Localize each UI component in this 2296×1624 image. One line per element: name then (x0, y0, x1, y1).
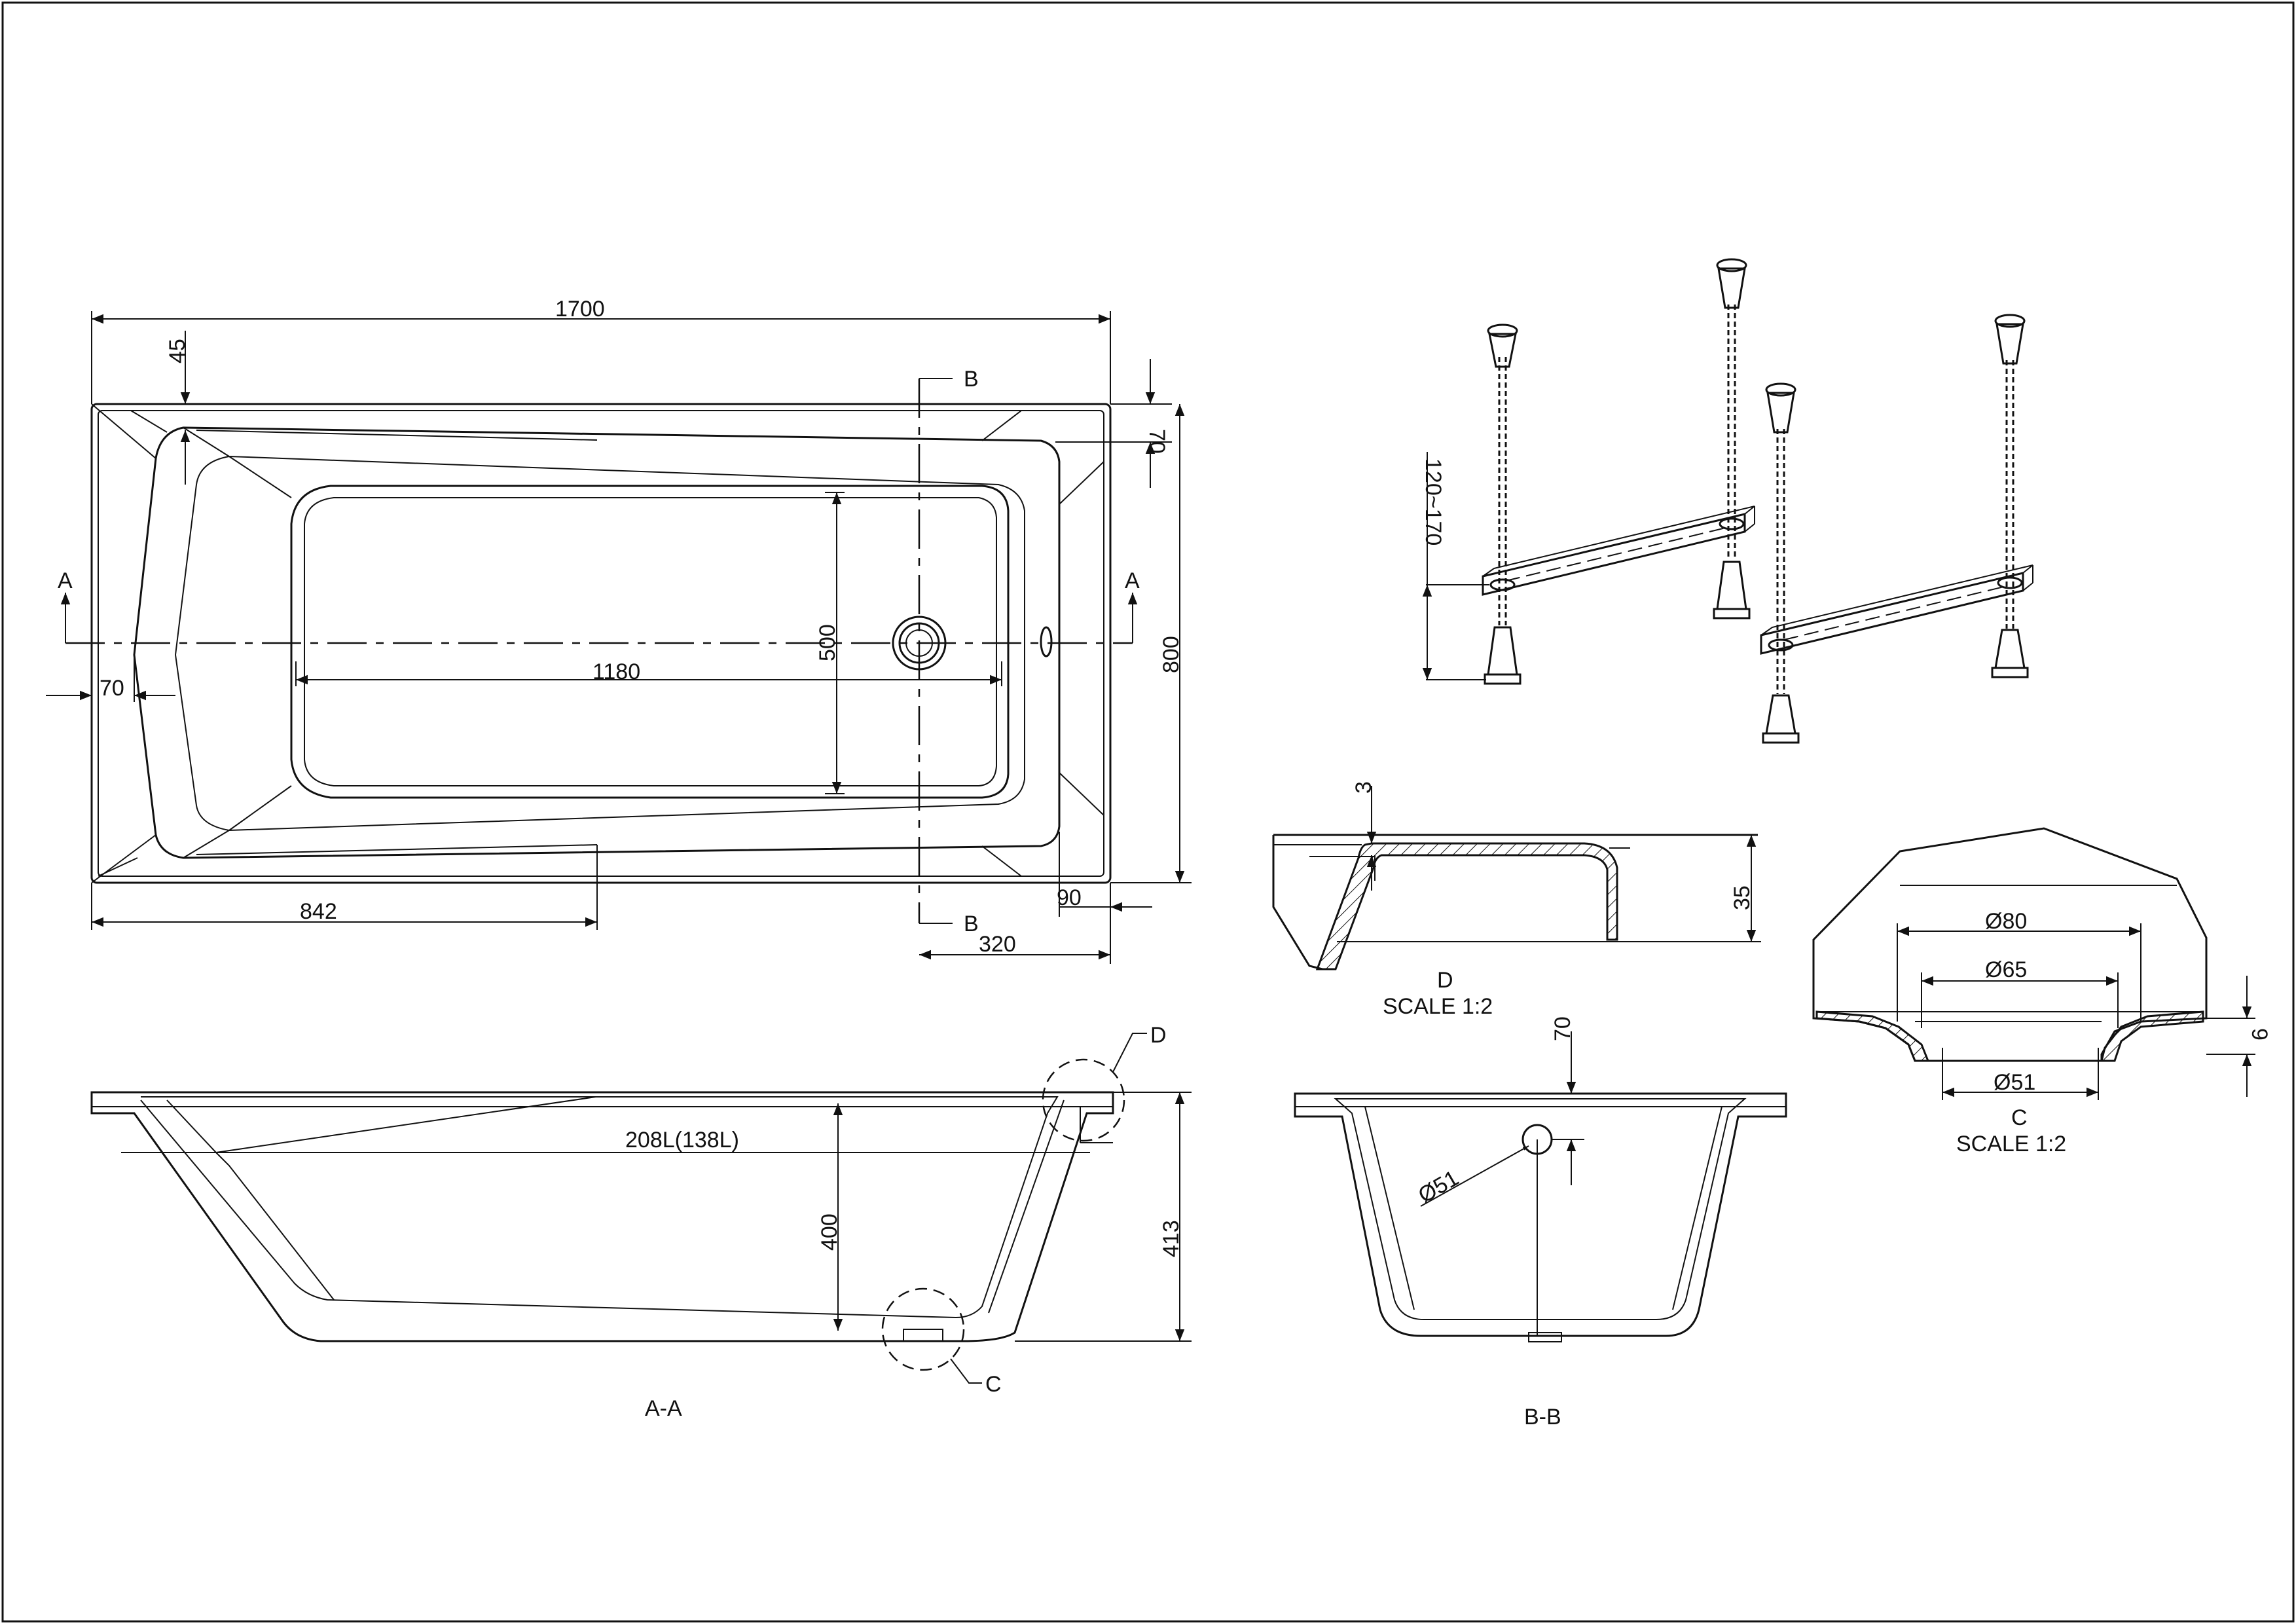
dim-c-inner: Ø51 (1994, 1070, 2035, 1095)
detail-c-callout-circle (881, 1287, 965, 1371)
detail-d-callout-circle (1042, 1058, 1125, 1142)
section-b-label-bottom: B (964, 912, 979, 936)
detail-c-scale: SCALE 1:2 (1956, 1132, 2066, 1156)
dim-width: 800 (1159, 636, 1184, 673)
detail-c-view: Ø80 Ø65 Ø51 9 C SCALE 1:2 (1812, 827, 2272, 1156)
section-bb-label: B-B (1524, 1405, 1561, 1430)
detail-d-view: 3 35 D SCALE 1:2 (1272, 781, 1761, 1019)
section-bb-view: 70 Ø51 B-B (1294, 1016, 1787, 1430)
dim-d-height: 35 (1730, 885, 1755, 910)
section-a-label-left: A (58, 568, 73, 593)
dim-bb-overflow: 70 (1550, 1016, 1575, 1041)
section-b-label-top: B (964, 367, 979, 392)
dim-small: 90 (1057, 885, 1082, 910)
dim-rim-top: 45 (165, 339, 190, 363)
section-bb-outer-shell (1294, 1092, 1787, 1337)
section-aa-volume: 208L(138L) (625, 1128, 739, 1153)
dim-rim-left: 70 (100, 676, 124, 701)
callout-c-label: C (985, 1372, 1002, 1397)
dim-c-outer: Ø80 (1985, 909, 2027, 934)
detail-d-scale: SCALE 1:2 (1383, 994, 1493, 1019)
dim-c-depth: 9 (2247, 1028, 2272, 1041)
dim-d-thickness: 3 (1351, 781, 1376, 794)
dim-c-mid: Ø65 (1985, 957, 2027, 982)
dim-leg-adjust: 120~170 (1421, 458, 1446, 545)
tub-floor-outline (290, 485, 1010, 799)
dim-drain-offset: 320 (979, 932, 1016, 957)
dim-length: 1700 (555, 297, 605, 322)
dim-aa-total: 413 (1159, 1220, 1184, 1257)
dim-aa-depth: 400 (817, 1213, 842, 1251)
plan-view: A A B B 1700 45 70 800 500 1180 (46, 297, 1192, 964)
callout-d-label: D (1150, 1023, 1167, 1048)
detail-d-label: D (1437, 968, 1453, 993)
dim-rim-right: 70 (1144, 429, 1169, 454)
frame-legs (1484, 258, 2029, 744)
section-aa-label: A-A (645, 1396, 682, 1421)
overflow-hole (1040, 626, 1053, 657)
detail-c-label: C (2011, 1105, 2028, 1130)
section-aa-outer-shell (90, 1091, 1114, 1342)
detail-d-shell-section (1315, 842, 1618, 970)
dim-inner-length: 1180 (592, 659, 640, 684)
support-frame-view: 120~170 (1421, 258, 2033, 744)
section-aa-view: 208L(138L) 400 413 D C A-A (90, 1023, 1192, 1421)
dim-inner-width: 500 (815, 624, 840, 661)
dim-end-offset: 842 (300, 899, 337, 924)
detail-c-drain-section (1815, 1010, 1930, 1062)
dim-bb-overflow-dia: Ø51 (1414, 1166, 1463, 1208)
section-a-label-right: A (1125, 568, 1140, 593)
